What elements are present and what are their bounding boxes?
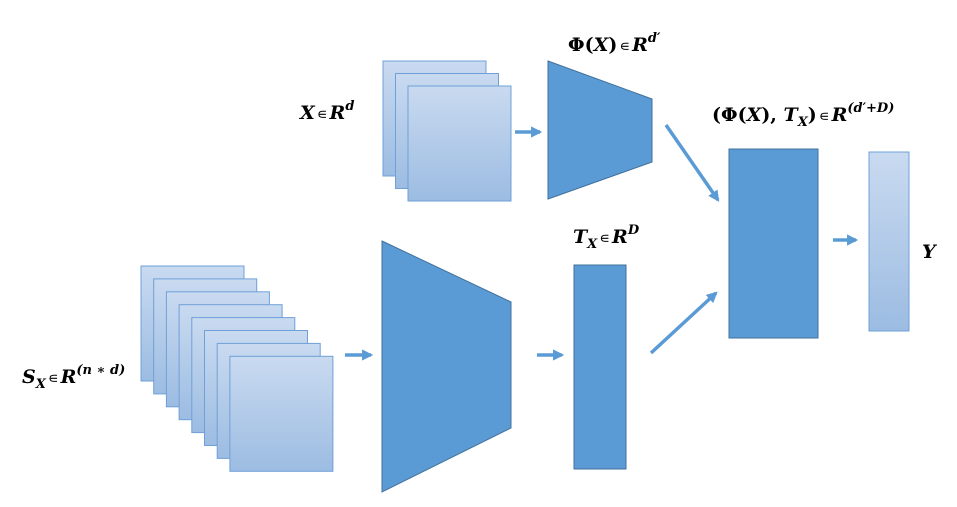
input-sx-stack [140, 265, 334, 472]
label-tx: TX∊RD [573, 223, 640, 252]
label-phi-output: Φ(X)∊Rd′ [568, 31, 661, 56]
input-x-sheet-3 [407, 85, 512, 202]
tx-feature-bar [573, 264, 627, 470]
input-x-stack [382, 60, 512, 202]
arrow-tx-to-concat [649, 291, 718, 355]
label-y-output: Y [922, 241, 936, 263]
label-x-input: X∊Rd [300, 99, 355, 124]
label-concat: (Φ(X), TX)∊R(d′+D) [712, 101, 895, 130]
label-sx: SX∊R(n ∗ d) [22, 363, 126, 392]
concat-feature-block [728, 148, 819, 339]
phi-encoder-trapezoid [547, 60, 653, 200]
arrow-phi-to-concat [664, 124, 720, 202]
set-encoder-trapezoid [381, 240, 512, 493]
input-sx-sheet-8 [229, 355, 334, 472]
output-y-bar [868, 151, 910, 332]
